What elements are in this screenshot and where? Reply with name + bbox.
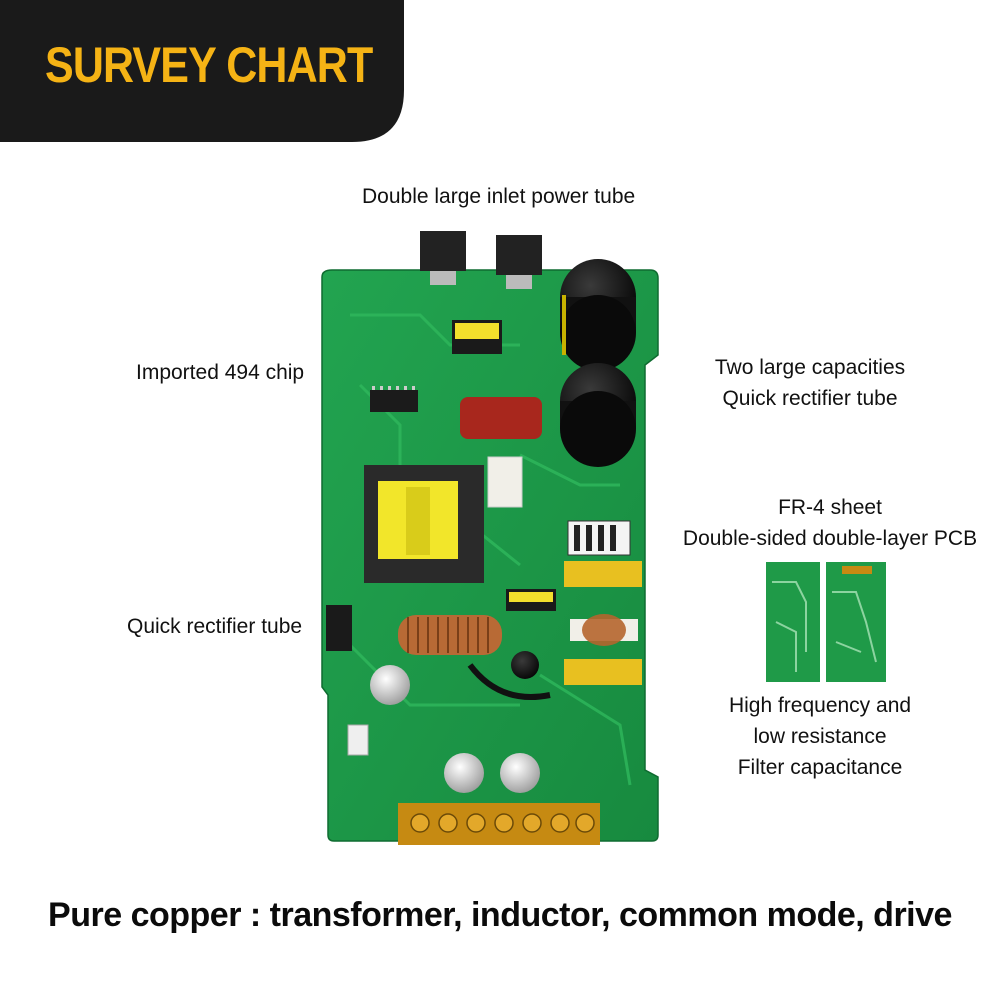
label-two-capacities: Two large capacities Quick rectifier tub… (700, 352, 920, 414)
label-inlet-power-tube: Double large inlet power tube (362, 185, 636, 208)
footer-caption: Pure copper : transformer, inductor, com… (48, 896, 952, 934)
page-title: SURVEY CHART (45, 37, 373, 93)
label-fr4-line1: FR-4 sheet (778, 496, 882, 519)
label-filter-line3: Filter capacitance (737, 756, 903, 779)
label-494-chip: Imported 494 chip (136, 361, 305, 384)
label-fr4-line2: Double-sided double-layer PCB (682, 527, 978, 550)
label-filter-line1: High frequency and (728, 694, 912, 717)
label-quick-rectifier: Quick rectifier tube (127, 615, 303, 638)
label-two-capacities-line1: Two large capacities (714, 356, 906, 379)
header-banner (0, 0, 404, 142)
label-fr4-sheet: FR-4 sheet Double-sided double-layer PCB (680, 492, 980, 554)
label-filter-capacitance: High frequency and low resistance Filter… (720, 690, 920, 783)
pcb-sheet-inset-image (766, 562, 886, 682)
label-filter-line2: low resistance (753, 725, 887, 748)
label-two-capacities-line2: Quick rectifier tube (722, 387, 898, 410)
pcb-board-image (321, 231, 659, 845)
